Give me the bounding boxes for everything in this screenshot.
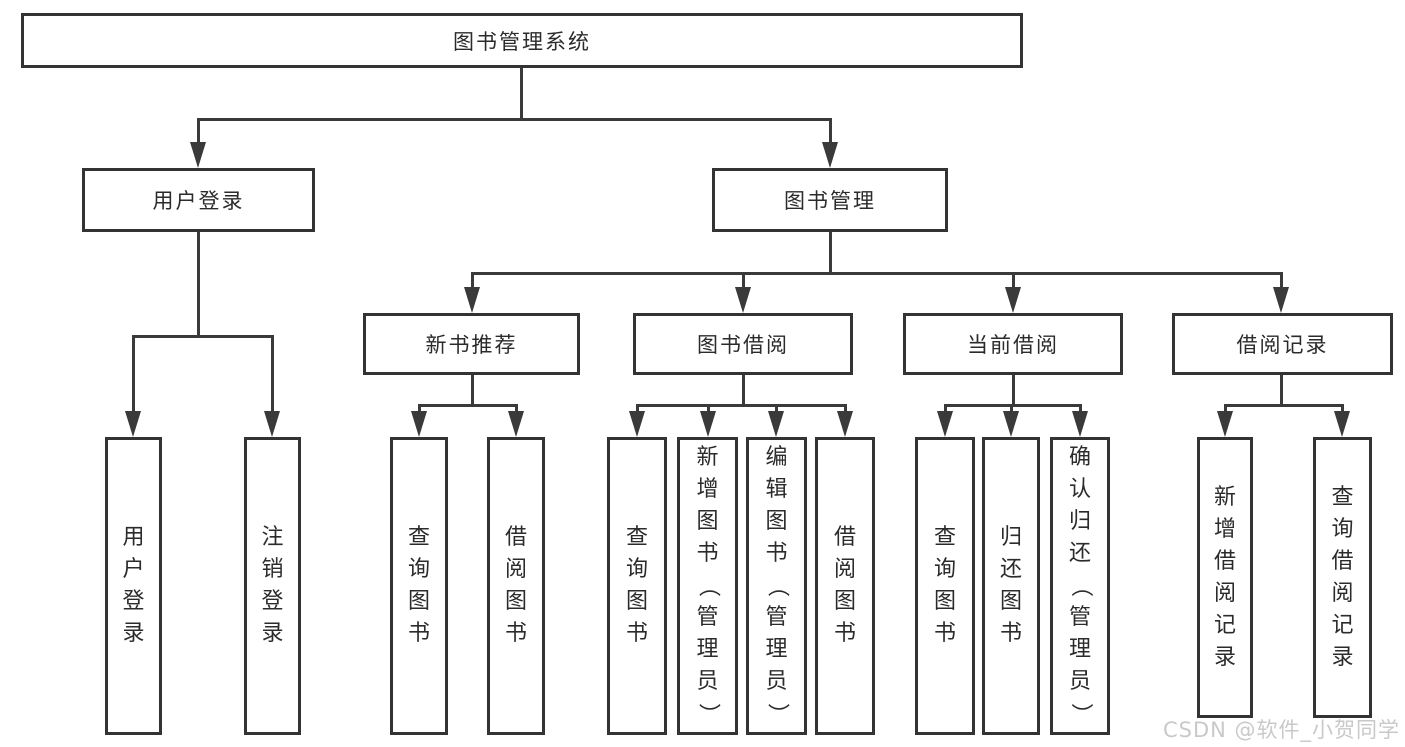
arrowhead-icon — [1003, 411, 1019, 437]
connector-line — [520, 68, 523, 119]
arrowhead-icon — [837, 411, 853, 437]
node-book-mgmt: 图书管理 — [712, 168, 948, 232]
connector-line — [636, 404, 847, 407]
connector-line — [197, 232, 200, 337]
connector-line — [471, 375, 474, 406]
leaf-borrow-borrow-books: 借阅图书 — [815, 437, 875, 735]
leaf-current-query-books: 查询图书 — [915, 437, 975, 735]
node-book-mgmt-label: 图书管理 — [784, 189, 876, 213]
node-current-borrow-label: 当前借阅 — [967, 333, 1059, 357]
arrowhead-icon — [1217, 411, 1233, 437]
connector-line — [132, 335, 274, 338]
leaf-records-add-record: 新增借阅记录 — [1197, 437, 1253, 718]
connector-line — [742, 375, 745, 406]
leaf-borrow-query-books: 查询图书 — [607, 437, 667, 735]
connector-line — [418, 404, 518, 407]
connector-line — [1224, 404, 1344, 407]
leaf-user-login: 用户登录 — [105, 437, 162, 735]
connector-line — [1012, 272, 1015, 294]
node-new-book-recommend-label: 新书推荐 — [425, 333, 518, 357]
watermark-text: CSDN @软件_小贺同学 — [1163, 718, 1401, 742]
leaf-current-confirm-return-admin: 确认归还（管理员） — [1050, 437, 1110, 735]
connector-line — [1012, 375, 1015, 406]
arrowhead-icon — [508, 411, 524, 437]
connector-line — [471, 272, 1283, 275]
arrowhead-icon — [1072, 411, 1088, 437]
node-book-borrow-label: 图书借阅 — [697, 333, 789, 357]
node-root-label: 图书管理系统 — [453, 29, 591, 54]
connector-line — [197, 118, 200, 148]
arrowhead-icon — [1334, 411, 1350, 437]
connector-line — [742, 272, 745, 294]
connector-line — [471, 272, 474, 294]
arrowhead-icon — [629, 411, 645, 437]
arrowhead-icon — [264, 411, 280, 437]
arrowhead-icon — [1273, 287, 1289, 313]
node-current-borrow: 当前借阅 — [903, 313, 1123, 375]
arrowhead-icon — [937, 411, 953, 437]
leaf-logout: 注销登录 — [244, 437, 301, 735]
node-borrow-records-label: 借阅记录 — [1236, 333, 1329, 357]
leaf-newbook-borrow-books: 借阅图书 — [487, 437, 545, 735]
arrowhead-icon — [1005, 287, 1021, 313]
node-borrow-records: 借阅记录 — [1172, 313, 1393, 375]
connector-line — [1280, 272, 1283, 294]
connector-line — [829, 118, 832, 148]
connector-line — [271, 335, 274, 417]
arrowhead-icon — [464, 287, 480, 313]
connector-line — [197, 118, 831, 121]
node-book-borrow: 图书借阅 — [633, 313, 853, 375]
connector-line — [829, 232, 832, 275]
leaf-current-return-books: 归还图书 — [982, 437, 1040, 735]
connector-line — [132, 335, 135, 417]
arrowhead-icon — [125, 411, 141, 437]
leaf-records-query-record: 查询借阅记录 — [1313, 437, 1372, 718]
node-user-login: 用户登录 — [82, 168, 315, 232]
connector-line — [944, 404, 1082, 407]
arrowhead-icon — [822, 142, 838, 168]
leaf-newbook-query-books: 查询图书 — [390, 437, 448, 735]
node-user-login-label: 用户登录 — [152, 189, 245, 213]
arrowhead-icon — [190, 142, 206, 168]
arrowhead-icon — [768, 411, 784, 437]
leaf-borrow-edit-books-admin: 编辑图书（管理员） — [746, 437, 807, 735]
connector-line — [1280, 375, 1283, 406]
node-new-book-recommend: 新书推荐 — [363, 313, 580, 375]
arrowhead-icon — [700, 411, 716, 437]
leaf-borrow-add-books-admin: 新增图书（管理员） — [677, 437, 738, 735]
arrowhead-icon — [411, 411, 427, 437]
arrowhead-icon — [735, 287, 751, 313]
node-root: 图书管理系统 — [21, 13, 1023, 68]
